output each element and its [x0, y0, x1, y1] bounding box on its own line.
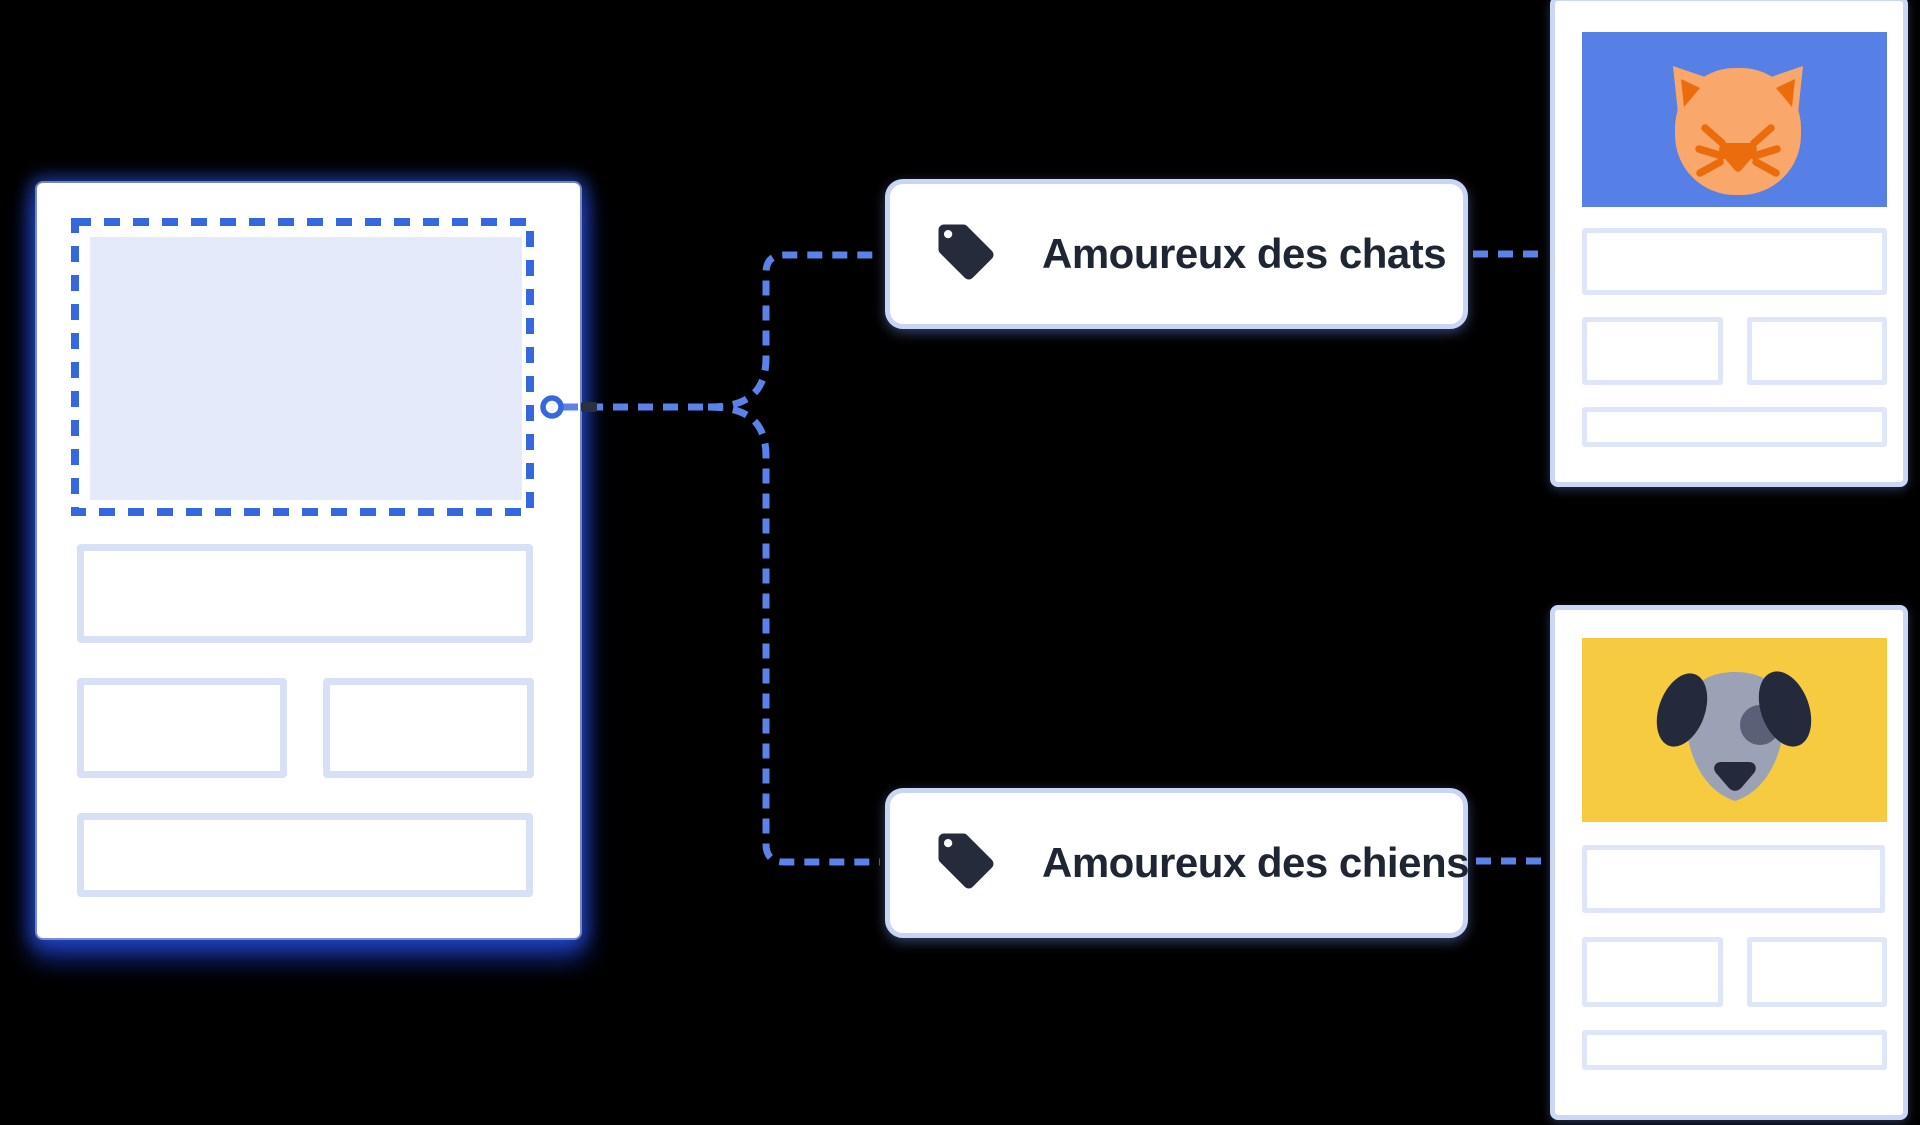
email-preview-dog-version — [1550, 605, 1908, 1120]
tag-icon — [933, 219, 999, 290]
dog-icon — [1656, 671, 1812, 801]
preview-footer-placeholder — [1582, 1030, 1887, 1070]
text-block-placeholder — [77, 544, 533, 643]
dog-hero-image — [1582, 638, 1887, 822]
connector-branch-bottom — [707, 403, 880, 866]
footer-block-placeholder — [77, 813, 533, 897]
tag-chip-dog-lovers[interactable]: Amoureux des chiens — [885, 788, 1469, 938]
tag-label: Amoureux des chats — [1042, 230, 1447, 277]
email-preview-cat-version — [1550, 0, 1908, 487]
email-editor-card — [37, 183, 580, 938]
preview-column-placeholder — [1747, 317, 1887, 385]
connector-branch-top — [707, 251, 880, 411]
selected-hero-block[interactable] — [90, 237, 522, 500]
cursor-dash — [581, 402, 597, 412]
preview-column-placeholder — [1582, 317, 1723, 385]
drag-handle-icon[interactable] — [540, 395, 564, 419]
tag-icon — [933, 828, 999, 899]
preview-column-placeholder — [1582, 937, 1723, 1007]
tag-chip-cat-lovers[interactable]: Amoureux des chats — [885, 179, 1468, 329]
preview-text-placeholder — [1582, 228, 1887, 295]
cat-hero-image — [1582, 32, 1887, 207]
column-block-placeholder-left — [77, 678, 287, 778]
cat-icon — [1673, 66, 1803, 195]
preview-text-placeholder — [1582, 845, 1885, 913]
preview-column-placeholder — [1747, 937, 1887, 1007]
column-block-placeholder-right — [323, 678, 534, 778]
tag-label: Amoureux des chiens — [1042, 839, 1469, 886]
preview-footer-placeholder — [1582, 407, 1887, 447]
